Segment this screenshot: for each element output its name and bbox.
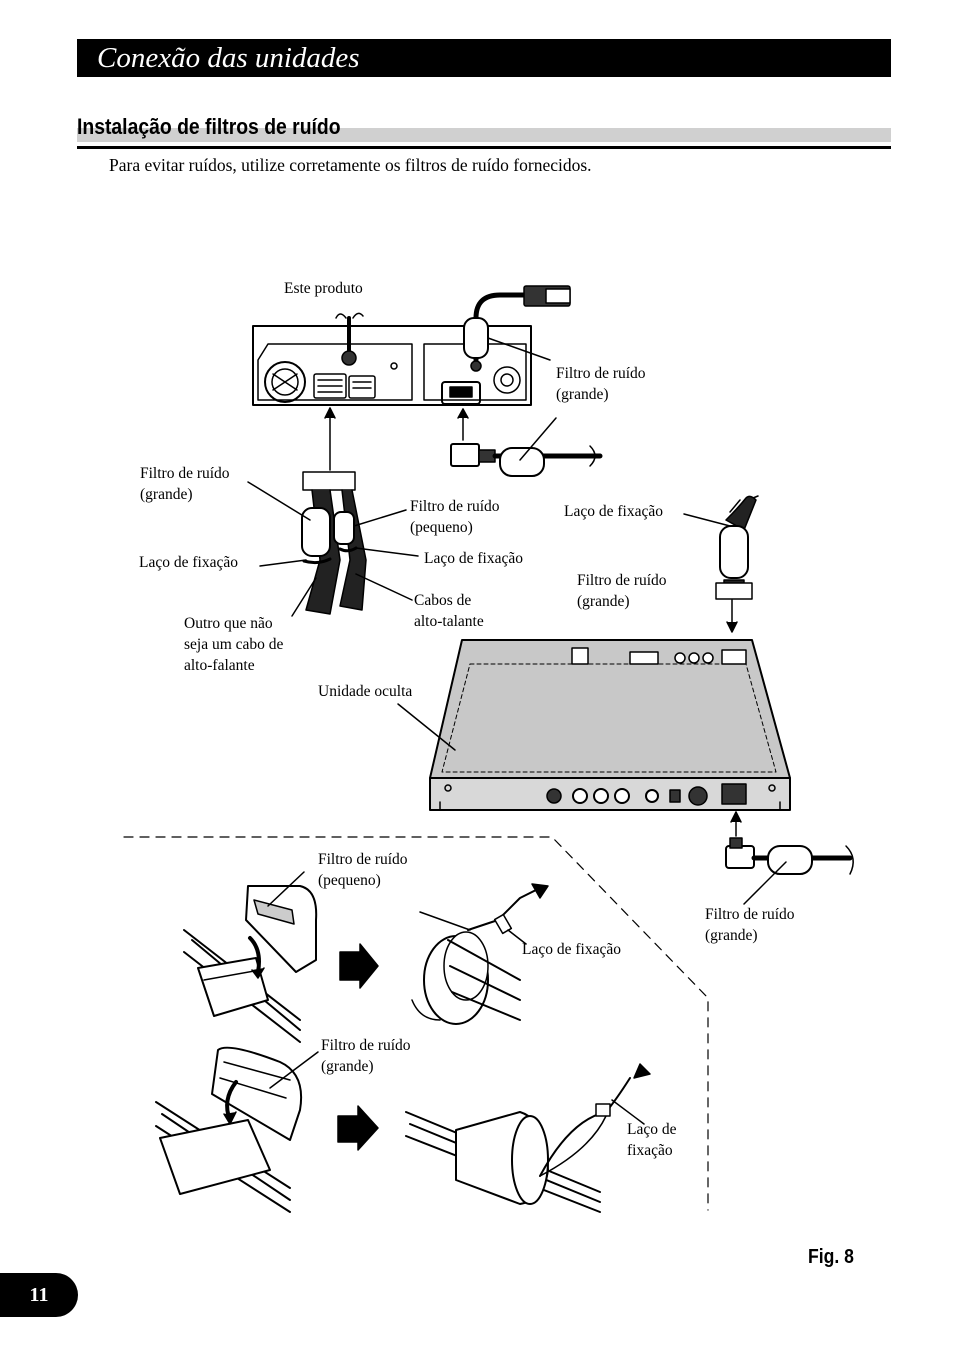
- label-hidden-unit: Unidade oculta: [318, 683, 413, 700]
- label-inset-tie-2b: fixação: [627, 1142, 673, 1159]
- bottom-plug-filter: [725, 811, 854, 905]
- large-filter-closed: [405, 1063, 651, 1213]
- page-number: 11: [0, 1273, 78, 1317]
- label-speaker-cables-2: alto-talante: [414, 613, 484, 630]
- figure-caption: Fig. 8: [808, 1246, 854, 1268]
- small-filter-closed: [411, 883, 549, 1025]
- intro-text: Para evitar ruídos, utilize corretamente…: [109, 155, 592, 175]
- label-filter-large-left-2: (grande): [140, 486, 193, 503]
- label-inset-tie-1: Laço de fixação: [522, 941, 621, 958]
- label-filter-small-mid-2: (pequeno): [410, 519, 473, 536]
- label-este-produto: Este produto: [284, 280, 363, 297]
- harness-filters: [247, 407, 419, 617]
- section-heading: Instalação de filtros de ruído: [77, 112, 891, 149]
- label-inset-filter-large-1: Filtro de ruído: [321, 1037, 411, 1054]
- section-title: Instalação de filtros de ruído: [77, 114, 341, 139]
- small-filter-open: [183, 871, 318, 1043]
- large-filter-open: [155, 1046, 319, 1213]
- label-filter-large-right-1: Filtro de ruído: [577, 572, 667, 589]
- label-tie-mid: Laço de fixação: [424, 550, 523, 567]
- label-filter-large-right-2: (grande): [577, 593, 630, 610]
- label-tie-right: Laço de fixação: [564, 503, 663, 520]
- label-filter-large-bottom-1: Filtro de ruído: [705, 906, 795, 923]
- dashed-divider: [123, 836, 709, 1211]
- label-filter-small-mid-1: Filtro de ruído: [410, 498, 500, 515]
- chapter-header: Conexão das unidades: [77, 39, 891, 77]
- label-speaker-cables-1: Cabos de: [414, 592, 472, 609]
- label-inset-filter-small-1: Filtro de ruído: [318, 851, 408, 868]
- label-tie-left: Laço de fixação: [139, 554, 238, 571]
- arrow-right-1: [339, 943, 379, 989]
- hidden-unit-illustration: [397, 639, 791, 811]
- label-inset-filter-small-2: (pequeno): [318, 872, 381, 889]
- label-other-cable-2: seja um cabo de: [184, 636, 284, 653]
- label-filter-large-top-2: (grande): [556, 386, 609, 403]
- label-other-cable-1: Outro que não: [184, 615, 273, 632]
- label-inset-filter-large-2: (grande): [321, 1058, 374, 1075]
- label-filter-large-left-1: Filtro de ruído: [140, 465, 230, 482]
- right-filter-cable: [683, 495, 759, 633]
- label-filter-large-bottom-2: (grande): [705, 927, 758, 944]
- top-filter-cable: [463, 285, 571, 372]
- usb-cable-filter: [450, 408, 603, 477]
- arrow-right-2: [337, 1105, 379, 1151]
- head-unit-illustration: [252, 312, 532, 406]
- label-inset-tie-2a: Laço de: [627, 1121, 677, 1138]
- chapter-title: Conexão das unidades: [97, 42, 360, 74]
- section-heading-band: [77, 128, 891, 142]
- label-other-cable-3: alto-falante: [184, 657, 255, 674]
- label-filter-large-top-1: Filtro de ruído: [556, 365, 646, 382]
